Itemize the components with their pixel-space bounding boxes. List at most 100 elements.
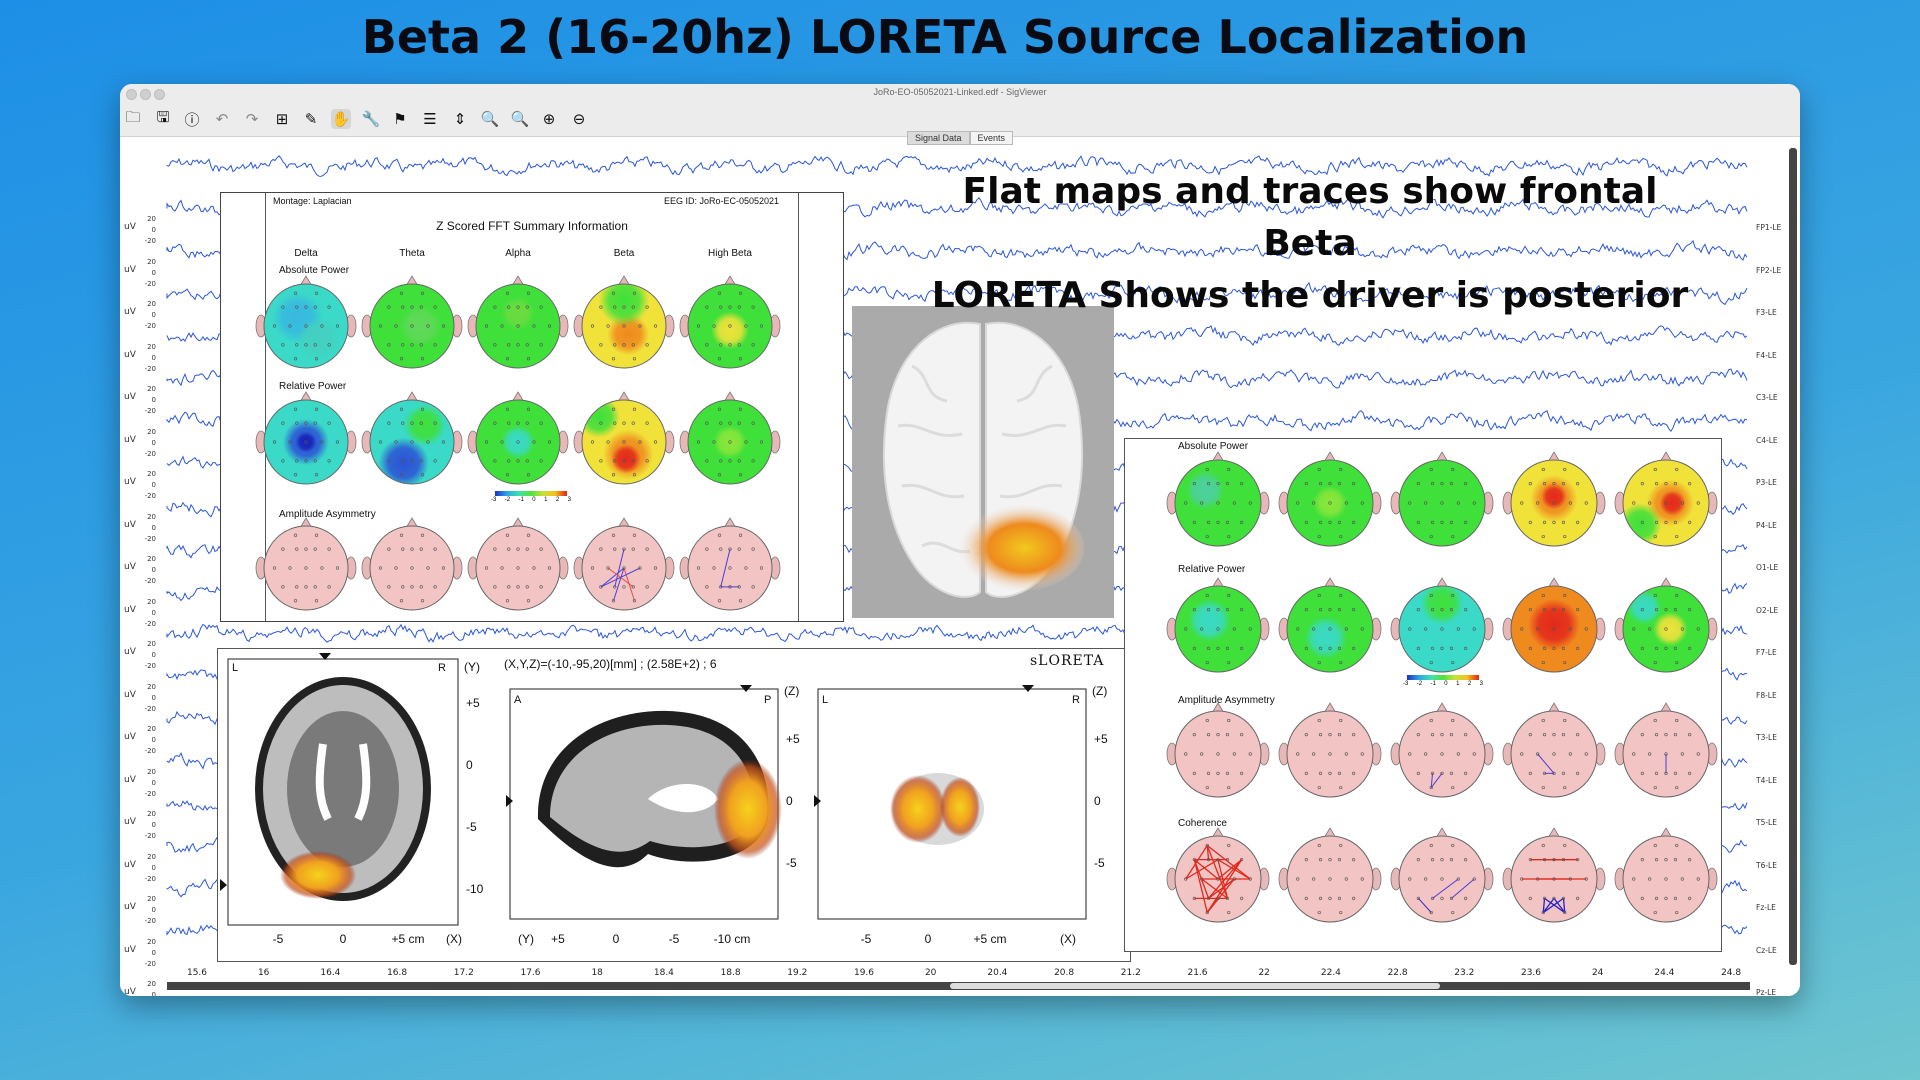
scale-label: -20 [144, 704, 156, 713]
scale-label: -20 [144, 619, 156, 628]
hand-icon[interactable]: ✋ [331, 109, 351, 129]
channel-label-f4-le: F4-LE [1756, 350, 1777, 360]
time-tick: 16.4 [320, 968, 341, 978]
wrench-icon[interactable]: 🔧 [361, 110, 381, 128]
zoom-window-button[interactable] [154, 89, 165, 100]
scale-label: 0 [151, 778, 156, 787]
scale-label: 20 [147, 682, 156, 691]
colorbar-tick: 3 [567, 497, 571, 503]
channel-label-f8-le: F8-LE [1756, 690, 1777, 700]
scale-label: 0 [151, 311, 156, 319]
time-tick: 15.6 [186, 968, 208, 978]
annotation-line-1: Flat maps and traces show frontal Beta [962, 171, 1658, 264]
fft-absolute-head [467, 275, 569, 369]
channels-icon[interactable]: ☰ [423, 110, 437, 128]
add-event-icon[interactable]: ⊞ [275, 110, 289, 128]
zoom-in-icon[interactable]: 🔍 [480, 110, 500, 128]
time-tick: 18.8 [720, 968, 741, 978]
scale-label: 20 [147, 300, 156, 308]
units-label: uV [124, 944, 136, 955]
units-label: uV [124, 774, 136, 785]
right-relative-head [1614, 577, 1718, 673]
right-coherence-head [1614, 827, 1718, 923]
open-folder-icon[interactable]: 🗀 [125, 107, 141, 126]
fft-topomap-grid [255, 275, 781, 611]
scale-label: 0 [151, 948, 156, 957]
cursor-marker[interactable] [814, 795, 821, 807]
channel-label-p3-le: P3-LE [1756, 478, 1777, 487]
scale-label: -20 [144, 789, 156, 798]
cursor-marker[interactable] [1022, 685, 1034, 692]
close-window-button[interactable] [126, 89, 137, 100]
scale-label: 20 [147, 597, 156, 606]
units-label: uV [124, 562, 136, 572]
right-row-amplitude-asymmetry: Amplitude Asymmetry [1178, 695, 1275, 706]
time-tick: 24.4 [1654, 968, 1675, 978]
eeg-id-label: EEG ID: JoRo-EC-05052021 [664, 196, 780, 206]
zoom-minus-icon[interactable]: ⊖ [572, 110, 586, 128]
time-tick: 22.4 [1320, 968, 1341, 978]
sigviewer-window: JoRo-EO-05052021-Linked.edf - SigViewer … [120, 84, 1800, 996]
fft-absolute-head [679, 275, 781, 369]
scale-label: 20 [147, 895, 156, 903]
fft-summary-panel: Montage: Laplacian EEG ID: JoRo-EC-05052… [220, 192, 844, 622]
undo-icon[interactable]: ↶ [215, 110, 229, 128]
units-label: uV [124, 859, 136, 870]
flag-icon[interactable]: ⚑ [393, 110, 407, 128]
window-title: JoRo-EO-05052021-Linked.edf - SigViewer [873, 87, 1047, 97]
time-tick: 20 [924, 968, 937, 978]
right-topomap-panel: Absolute Power Relative Power Amplitude … [1124, 438, 1722, 952]
time-tick: 23.6 [1520, 968, 1542, 978]
coronal-left-label: L [822, 694, 828, 706]
save-icon[interactable]: 🖫 [156, 107, 170, 126]
sagittal-xtick: -5 [669, 932, 680, 946]
cursor-marker[interactable] [220, 879, 227, 891]
cursor-marker[interactable] [506, 795, 513, 807]
scale-icon[interactable]: ⇕ [453, 110, 467, 128]
slide-title: Beta 2 (16-20hz) LORETA Source Localizat… [361, 10, 1529, 64]
zoom-disabled-icon[interactable]: 🔍 [510, 110, 530, 128]
info-icon[interactable]: ⓘ [184, 110, 200, 129]
time-tick: 16.8 [387, 968, 408, 978]
scale-label: 0 [151, 353, 156, 362]
scale-label: -20 [144, 237, 156, 245]
coronal-xtick: 0 [925, 932, 932, 946]
axial-tick: -10 [466, 882, 484, 896]
scale-label: 20 [147, 470, 156, 478]
axial-right-label: R [438, 662, 446, 674]
sagittal-xtick: 0 [613, 932, 620, 946]
minimize-window-button[interactable] [140, 89, 151, 100]
colorbar-tick: 0 [532, 497, 536, 503]
column-alpha: Alpha [505, 248, 531, 259]
channel-label-c3-le: C3-LE [1756, 393, 1778, 402]
scale-label: 20 [147, 640, 156, 648]
time-tick: 21.6 [1187, 968, 1208, 978]
zoom-plus-icon[interactable]: ⊕ [542, 110, 556, 128]
right-relative-head [1166, 577, 1270, 673]
cursor-marker[interactable] [740, 685, 752, 692]
time-tick: 19.2 [787, 968, 808, 978]
fft-absolute-head [255, 275, 357, 369]
scale-label: 0 [151, 226, 156, 234]
vertical-scrollbar[interactable] [1789, 148, 1797, 965]
colorbar-tick: -2 [1416, 681, 1423, 687]
scale-label: -20 [144, 322, 156, 330]
pencil-icon[interactable]: ✎ [304, 110, 318, 128]
channel-label-c4-le: C4-LE [1756, 435, 1778, 445]
scale-label: 20 [147, 810, 156, 818]
redo-icon[interactable]: ↷ [245, 110, 259, 128]
cursor-marker[interactable] [319, 653, 331, 660]
tab-events[interactable]: Events [969, 131, 1014, 145]
horizontal-scroll-thumb[interactable] [950, 983, 1440, 989]
scale-label: 0 [151, 651, 156, 659]
tab-signal-data[interactable]: Signal Data [907, 131, 970, 145]
right-row-relative-power: Relative Power [1178, 564, 1246, 575]
column-theta: Theta [399, 248, 425, 259]
units-label: uV [124, 477, 136, 487]
right-row-absolute-power: Absolute Power [1178, 441, 1249, 452]
fft-asymmetry-head [679, 517, 781, 611]
right-coherence-head [1502, 827, 1606, 923]
colorbar-tick: 0 [1444, 681, 1448, 687]
sagittal-xtick: -10 cm [714, 932, 751, 946]
